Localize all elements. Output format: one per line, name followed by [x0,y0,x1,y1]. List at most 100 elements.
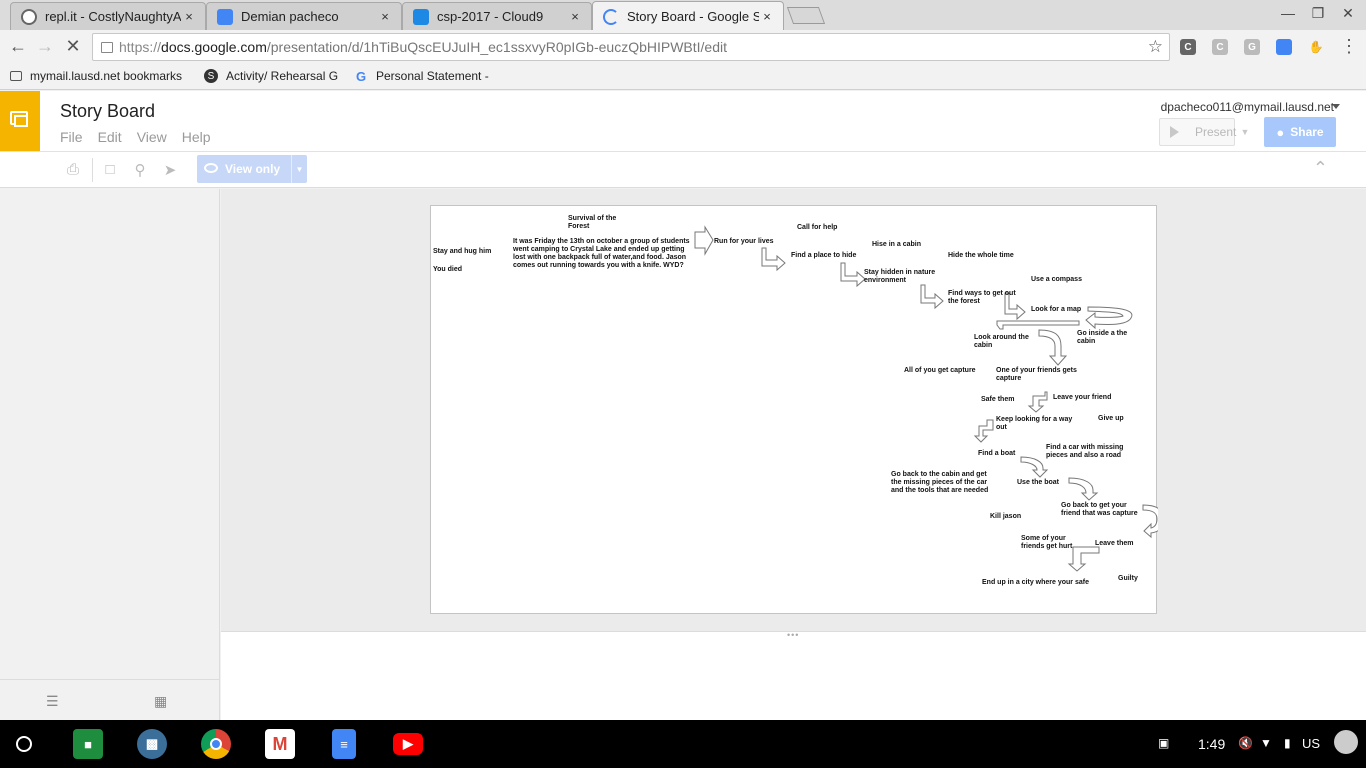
close-icon[interactable]: × [185,9,193,24]
right-arrow-shape [694,225,714,256]
chevron-down-icon: ▼ [291,155,307,183]
present-dropdown-icon[interactable]: ▼ [1240,127,1250,137]
curved-down-arrow-shape [1038,329,1068,366]
node-use-boat: Use the boat [1017,479,1060,486]
node-keep-looking: Keep looking for a way out [996,416,1073,431]
share-button[interactable]: ● Share [1264,117,1336,147]
bent-arrow-shape [761,247,786,272]
tab-demian-pacheco[interactable]: Demian pacheco × [206,2,402,30]
resize-grip-icon[interactable]: ••• [787,630,800,640]
select-cursor-icon[interactable]: ➤ [163,162,177,179]
view-only-button[interactable]: View only ▼ [197,155,307,183]
fit-icon[interactable]: □ [105,161,115,178]
node-hide-time: Hide the whole time [948,252,1014,259]
bookmark-label: Personal Statement - [376,69,489,83]
wifi-icon[interactable]: ▼ [1260,736,1272,750]
close-window-icon[interactable]: ✕ [1342,5,1354,21]
cloud9-icon [413,8,429,25]
slides-logo-icon[interactable] [0,91,40,151]
launcher-icon[interactable] [16,736,32,752]
avatar[interactable] [1334,730,1358,754]
zoom-icon[interactable]: ⚲ [134,162,146,179]
folder-icon [10,71,22,81]
slides-header: Story Board File Edit View Help dpacheco… [0,91,1366,152]
logo-frame-front [14,115,28,127]
node-kill-jason: Kill jason [990,513,1022,520]
shield-app-icon[interactable]: ▩ [137,729,167,759]
forward-arrow-icon[interactable]: → [36,36,54,56]
youtube-icon[interactable]: ▶ [393,733,423,755]
new-tab-button[interactable] [786,7,826,24]
node-go-inside: Go inside a the cabin [1077,330,1128,345]
node-go-back-friend: Go back to get your friend that was capt… [1061,502,1138,517]
node-you-died: You died [433,266,463,273]
minimize-icon[interactable]: — [1281,5,1295,21]
print-icon[interactable]: ⎙ [66,161,79,178]
menu-view[interactable]: View [136,129,167,145]
url-host: docs.google.com [161,39,267,55]
close-icon[interactable]: × [763,9,771,24]
extension-calendar-icon[interactable] [1276,39,1292,55]
screenshot-icon[interactable]: ▣ [1158,736,1170,750]
menu-file[interactable]: File [60,129,83,145]
gmail-icon[interactable]: M [265,729,295,759]
browser-tab-strip: repl.it - CostlyNaughtyA × Demian pachec… [0,0,1366,31]
docs-icon[interactable]: ≡ [332,729,356,759]
extension-hand-icon[interactable]: ✋ [1308,40,1324,54]
close-icon[interactable]: × [571,9,579,24]
google-icon: G [355,68,367,84]
classroom-icon[interactable]: ■ [73,729,103,759]
toolbar-divider [92,158,93,182]
node-run: Run for your lives [714,238,774,245]
clock[interactable]: 1:49 [1198,736,1226,752]
bookmark-star-icon[interactable]: ☆ [1147,37,1163,56]
node-find-ways: Find ways to get out the forest [948,290,1016,305]
node-leave-friend: Leave your friend [1053,394,1112,401]
tab-label: csp-2017 - Cloud9 [437,9,544,24]
address-bar[interactable]: https://docs.google.com/presentation/d/1… [92,33,1170,61]
node-hide-cabin: Hise in a cabin [872,241,922,248]
person-icon: ● [1276,124,1285,140]
close-icon[interactable]: × [381,9,389,24]
tab-cloud9[interactable]: csp-2017 - Cloud9 × [402,2,592,30]
node-safe-them: Safe them [981,396,1015,403]
account-email[interactable]: dpacheco011@mymail.lausd.net [1160,100,1334,114]
stop-loading-icon[interactable]: ✕ [65,36,81,56]
account-dropdown-icon[interactable] [1332,104,1340,109]
grid-view-icon[interactable]: ▦ [154,693,168,709]
speaker-notes[interactable]: ••• [221,630,1366,720]
back-arrow-icon[interactable]: ← [9,36,27,56]
extension-g-icon[interactable]: G [1244,39,1260,55]
menu-help[interactable]: Help [181,129,211,145]
page-info-icon[interactable] [101,42,113,53]
mute-icon[interactable]: 🔇 [1238,736,1253,750]
tab-story-board[interactable]: Story Board - Google Slic × [592,1,784,31]
bookmark-folder-mymail[interactable]: mymail.lausd.net bookmarks [10,69,182,83]
battery-icon[interactable]: ▮ [1284,736,1291,750]
bookmark-activity[interactable]: S Activity/ Rehearsal G [204,69,338,83]
tab-replit[interactable]: repl.it - CostlyNaughtyA × [10,2,206,30]
chrome-menu-icon[interactable]: ⋮ [1340,36,1358,56]
input-locale[interactable]: US [1302,736,1321,751]
bookmark-label: Activity/ Rehearsal G [226,69,339,83]
bookmark-personal-statement[interactable]: G Personal Statement - [354,68,489,84]
node-all-capture: All of you get capture [904,367,976,374]
edit-toolbar: ⎙ □ ⚲ ➤ View only ▼ ⌃ [0,152,1366,188]
curved-down-arrow-shape [1142,504,1158,539]
document-title[interactable]: Story Board [60,101,156,121]
play-icon [1170,126,1179,138]
node-end-city: End up in a city where your safe [982,579,1089,586]
node-call-help: Call for help [797,224,838,231]
maximize-icon[interactable]: ❐ [1311,5,1325,21]
extension-c-icon[interactable]: C [1180,39,1196,55]
filmstrip-panel: ☰ ▦ [0,189,220,720]
bookmarks-bar: mymail.lausd.net bookmarks S Activity/ R… [0,64,1366,90]
chrome-icon[interactable] [201,729,231,759]
list-view-icon[interactable]: ☰ [46,693,59,709]
slide-canvas: Survival of the Forest Stay and hug him … [221,189,1366,631]
collapse-chevron-icon[interactable]: ⌃ [1312,158,1328,178]
extension-c2-icon[interactable]: C [1212,39,1228,55]
menu-edit[interactable]: Edit [97,129,122,145]
present-button[interactable]: Present [1159,118,1236,146]
node-one-capture: One of your friends gets capture [996,367,1077,382]
